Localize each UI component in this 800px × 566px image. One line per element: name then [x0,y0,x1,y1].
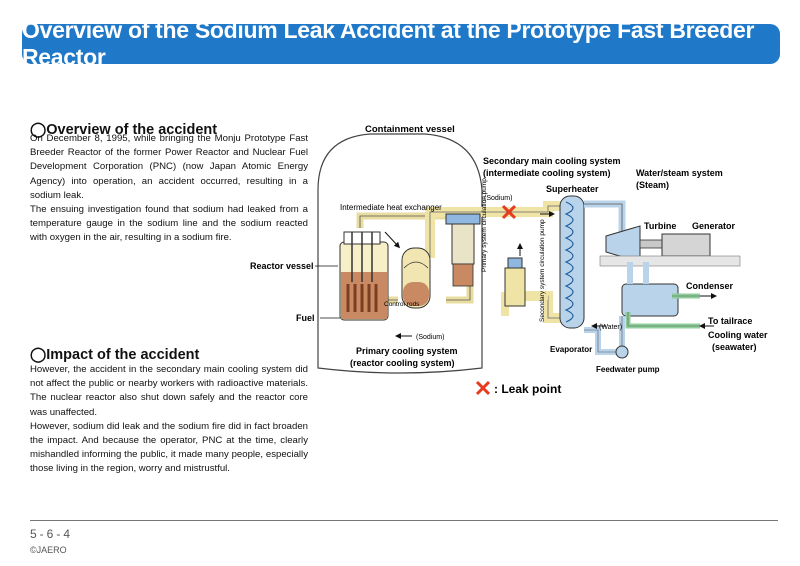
generator-label: Generator [692,221,736,231]
reactor-vessel-label: Reactor vessel [250,261,314,271]
water-label: (Water) [599,324,622,331]
cooling-water-label: Cooling water [708,330,768,340]
secondary-system-sub-label: (intermediate cooling system) [483,168,611,178]
water-steam-label: Water/steam system [636,168,723,178]
secondary-system-label: Secondary main cooling system [483,156,621,166]
generator [661,233,711,257]
heat-coil [564,201,574,323]
impact-heading: ◯Impact of the accident [30,347,200,363]
primary-system-sub-label: (reactor cooling system) [350,358,455,368]
control-rods-label: Control rods [384,301,420,308]
overview-text: On December 8, 1995, while bringing the … [30,132,308,246]
leak-legend-mark [475,380,491,396]
cooling-water-sub-label: (seawater) [712,342,757,352]
page-number: 5-6-4 [30,527,74,541]
sodium-bottom-label: (Sodium) [416,334,444,341]
primary-system-label: Primary cooling system [356,346,458,356]
evaporator-label: Evaporator [550,345,592,354]
secondary-pump [504,267,526,307]
steam-line [584,200,626,236]
overview-paragraph: The ensuing investigation found that sod… [30,204,308,244]
feedwater-pump-label: Feedwater pump [596,365,660,374]
impact-paragraph: However, sodium did leak and the sodium … [30,420,308,475]
ihx-label: Intermediate heat exchanger [340,203,442,212]
fuel-label: Fuel [296,313,315,323]
feedwater-pump [615,345,629,359]
impact-paragraph: However, the accident in the secondary m… [30,364,308,418]
footer-divider [30,520,778,521]
page-title: Overview of the Sodium Leak Accident at … [22,17,755,70]
superheater-evaporator [559,195,585,329]
condenser-label: Condenser [686,281,734,291]
fuel-rods [346,284,378,312]
leak-point-mark [501,204,517,220]
page-title-banner: Overview of the Sodium Leak Accident at … [22,17,780,70]
reactor-diagram: Containment vessel Intermediate heat exc… [250,124,768,396]
secondary-pump-label: Secondary system circulation pump [539,219,546,322]
impact-text: However, the accident in the secondary m… [30,363,308,477]
leak-point-label: : Leak point [494,382,561,396]
copyright: ©JAERO [30,545,67,555]
primary-pump-label: Primary system circulation pump [481,178,488,272]
overview-paragraph: On December 8, 1995, while bringing the … [30,133,308,201]
turbine-shaft [639,239,663,249]
primary-pump [451,223,475,265]
containment-vessel-label: Containment vessel [365,124,455,135]
overview-heading: ◯Overview of the accident [30,122,218,138]
water-steam-sub-label: (Steam) [636,180,669,190]
to-tailrace-label: To tailrace [708,316,752,326]
superheater-label: Superheater [546,184,599,194]
sodium-top-label: (Sodium) [484,195,512,202]
turbine-label: Turbine [644,221,676,231]
condenser [621,283,679,317]
